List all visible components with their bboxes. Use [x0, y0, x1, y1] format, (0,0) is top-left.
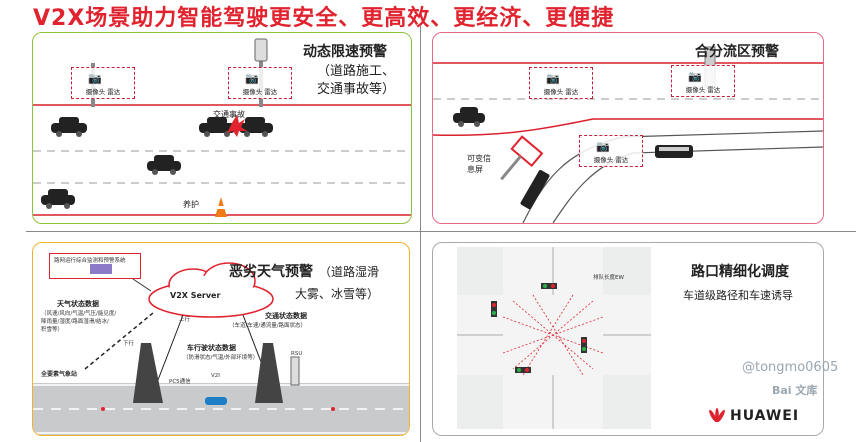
uplink-label: 上行 [179, 317, 191, 323]
weather-station-label: 全要素气象站 [41, 371, 78, 378]
intersection-diagram [457, 247, 651, 429]
panel-subtitle: （道路施工、交通事故等） [316, 64, 395, 97]
road-scene-1 [33, 38, 411, 217]
divider-vertical [420, 26, 421, 442]
maintenance-label: 养护 [183, 200, 199, 209]
vms-label: 可变信息屏 [467, 154, 491, 174]
accident-label: 交通事故 [213, 110, 245, 119]
panel-dynamic-speed-limit: 📷摄像头 雷达 📷摄像头 雷达 动态限速预警 （道路施工、交通事故等） 交通事故… [32, 32, 412, 224]
brand-logo: HUAWEI [730, 408, 800, 424]
camera-radar-box: 📷摄像头 雷达 [71, 67, 135, 99]
panel-title: 合分流区预警 [695, 44, 779, 60]
weather-data-detail: 降雨量/湿度/路面湿滑/结冰/ [41, 319, 109, 325]
bus-icon [655, 145, 693, 158]
car-icon [51, 117, 87, 137]
traffic-light-icon [541, 283, 557, 289]
crash-icon [227, 115, 247, 137]
camera-radar-box: 📷摄像头 雷达 [228, 67, 292, 99]
rsu-pole-icon [133, 343, 163, 403]
cloud-icon [148, 262, 274, 318]
panel-intersection-scheduling: 路口精细化调度 车道级路径和车速诱导 排队长度EW [432, 242, 824, 436]
weather-scene [33, 262, 409, 435]
panel-severe-weather-warning: 路网运行综合监测和预警系统 V2X Server 恶劣天气预警 （道路湿滑大雾、… [32, 242, 410, 436]
huawei-logo-icon [708, 408, 726, 424]
traffic-data-detail: （车道/车速/通流量/路面状态） [229, 323, 307, 329]
camera-icon: 📷 [688, 70, 702, 83]
panel-title: 路口精细化调度 [691, 264, 789, 280]
downlink-label: 下行 [123, 341, 135, 347]
divider-horizontal [26, 231, 856, 232]
watermark-text: @tongmo0605 [742, 360, 839, 375]
page-title: V2X场景助力智能驾驶更安全、更高效、更经济、更便捷 [33, 6, 615, 31]
truck-icon [520, 169, 550, 210]
computer-icon [90, 264, 112, 274]
car-icon [199, 117, 235, 137]
camera-radar-box: 📷摄像头 雷达 [579, 135, 643, 167]
traffic-data-title: 交通状态数据 [265, 312, 307, 320]
weather-data-detail: （风速/风向/气温/气压/能见度/ [41, 311, 117, 317]
panel-subtitle: 车道级路径和车速诱导 [683, 289, 793, 302]
baidu-watermark: Bai 文库 [772, 384, 818, 397]
monitoring-system-box: 路网运行综合监测和预警系统 [49, 253, 141, 279]
pc5-label: PC5通信 [169, 379, 191, 385]
car-icon [147, 155, 181, 175]
panel-title: 恶劣天气预警 [229, 264, 313, 280]
camera-icon: 📷 [88, 72, 102, 85]
vehicle-data-detail: （防滑状态/气温/外部环境等） [183, 355, 259, 361]
rsu-label: RSU [291, 351, 303, 357]
camera-icon: 📷 [546, 72, 560, 85]
traffic-light-icon [491, 301, 497, 317]
car-icon [41, 189, 75, 209]
camera-icon: 📷 [245, 72, 259, 85]
traffic-light-icon [515, 367, 531, 373]
queue-length-label: 排队长度EW [593, 275, 624, 281]
car-icon [205, 397, 227, 405]
panel-subtitle: （道路湿滑大雾、冰雪等） [294, 265, 379, 301]
vms-sign-icon [500, 135, 544, 181]
camera-icon: 📷 [596, 140, 610, 153]
weather-data-detail: 积雪等） [41, 327, 64, 333]
vehicle-data-title: 车行驶状态数据 [187, 344, 236, 352]
road-scene-2 [433, 46, 823, 223]
car-icon [239, 117, 273, 137]
v2i-label: V2I [211, 373, 220, 379]
camera-radar-box: 📷摄像头 雷达 [529, 67, 593, 99]
weather-data-title: 天气状态数据 [57, 300, 99, 308]
camera-radar-box: 📷摄像头 雷达 [671, 65, 735, 97]
car-icon [453, 107, 485, 127]
rsu-pole-icon [255, 343, 283, 403]
v2x-server-label: V2X Server [170, 291, 221, 300]
panel-merge-diverge-warning: 📷摄像头 雷达 📷摄像头 雷达 📷摄像头 雷达 合分流区预警 可变信息屏 [432, 32, 824, 224]
traffic-light-icon [581, 337, 587, 353]
panel-title: 动态限速预警 [303, 44, 387, 60]
